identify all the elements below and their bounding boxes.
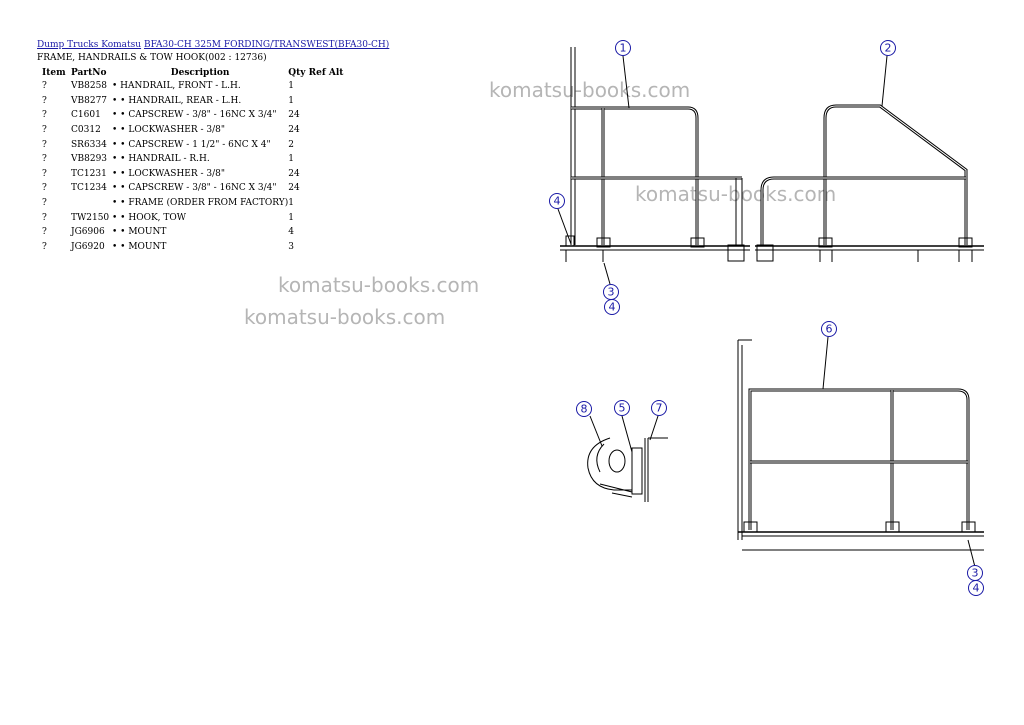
row-qty: 2	[288, 139, 294, 150]
table-row: ? • • FRAME (ORDER FROM FACTORY)1	[37, 196, 343, 211]
row-qty: 24	[288, 183, 300, 194]
row-description: • • LOCKWASHER - 3/8"	[112, 125, 226, 136]
row-item: ?	[42, 110, 47, 121]
row-partno: VB8277	[71, 95, 108, 106]
row-description: • • MOUNT	[112, 241, 167, 252]
tow-hook-drawing	[587, 437, 668, 502]
row-item: ?	[42, 95, 47, 106]
row-qty: 3	[288, 241, 294, 252]
callout-1[interactable]: 1	[615, 40, 631, 56]
page-title: FRAME, HANDRAILS & TOW HOOK(002 : 12736)	[37, 53, 267, 63]
table-row: ? JG6906 • • MOUNT 4	[37, 225, 343, 240]
row-qty: 24	[288, 168, 300, 179]
row-description: • • CAPSCREW - 1 1/2" - 6NC X 4"	[112, 139, 271, 150]
svg-text:7: 7	[656, 402, 663, 415]
svg-text:3: 3	[608, 286, 615, 299]
row-qty: 1	[288, 81, 294, 92]
row-description: • • HANDRAIL - R.H.	[112, 154, 210, 165]
row-description: • • HANDRAIL, REAR - L.H.	[112, 95, 242, 106]
row-partno: C0312	[71, 125, 101, 136]
row-description: • • FRAME (ORDER FROM FACTORY)	[112, 198, 289, 209]
row-partno: JG6920	[71, 241, 105, 252]
callout-leaders	[557, 55, 976, 568]
row-partno: TC1234	[71, 183, 107, 194]
row-qty: 1	[288, 95, 294, 106]
callout-6[interactable]: 6	[821, 321, 837, 337]
row-qty: 4	[288, 227, 294, 238]
row-description: • • HOOK, TOW	[112, 212, 187, 223]
callout-8[interactable]: 8	[576, 401, 592, 417]
callout-4[interactable]: 4	[549, 193, 565, 209]
header-qty-ref-alt: Qty Ref Alt	[288, 67, 344, 78]
row-qty: 24	[288, 110, 300, 121]
row-item: ?	[42, 168, 47, 179]
svg-text:3: 3	[972, 567, 979, 580]
table-row: ? C0312 • • LOCKWASHER - 3/8" 24	[37, 123, 343, 138]
table-row: ? SR6334 • • CAPSCREW - 1 1/2" - 6NC X 4" 2	[37, 137, 343, 152]
table-row: ? JG6920 • • MOUNT 3	[37, 240, 343, 255]
row-description: • • MOUNT	[112, 227, 167, 238]
row-description: • HANDRAIL, FRONT - L.H.	[112, 81, 241, 92]
table-row: ? TW2150• • HOOK, TOW 1	[37, 210, 343, 225]
svg-text:5: 5	[619, 402, 626, 415]
breadcrumb-link-model[interactable]: BFA30-CH 325M FORDING/TRANSWEST(BFA30-CH…	[143, 40, 390, 50]
row-partno: TW2150	[71, 212, 110, 223]
row-qty: 24	[288, 125, 300, 136]
row-qty: 1	[288, 212, 294, 223]
handrail-front-lh-drawing	[560, 47, 750, 262]
handrail-rh-drawing	[737, 339, 984, 551]
callout-3[interactable]: 3	[603, 284, 619, 300]
table-row: ? TC1234 • • CAPSCREW - 3/8" - 16NC X 3/4"…	[37, 181, 343, 196]
callout-2[interactable]: 2	[880, 40, 896, 56]
parts-table: Item PartNo Description Qty Ref Alt ? VB8…	[37, 66, 343, 254]
row-partno: SR6334	[71, 139, 107, 150]
row-partno: VB8258	[71, 81, 108, 92]
svg-text:1: 1	[620, 42, 627, 55]
svg-text:2: 2	[885, 42, 892, 55]
row-partno: JG6906	[71, 227, 105, 238]
row-qty: 1	[288, 154, 294, 165]
row-item: ?	[42, 198, 47, 209]
table-row: ? VB8277 • • HANDRAIL, REAR - L.H. 1	[37, 94, 343, 109]
handrail-rear-lh-drawing	[755, 104, 984, 262]
table-row: ? TC1231 • • LOCKWASHER - 3/8" 24	[37, 167, 343, 182]
callout-3[interactable]: 3	[967, 565, 983, 581]
svg-text:4: 4	[554, 195, 561, 208]
row-description: • • LOCKWASHER - 3/8"	[112, 168, 226, 179]
svg-text:6: 6	[826, 323, 833, 336]
row-item: ?	[42, 81, 47, 92]
header-item: Item	[42, 67, 66, 78]
breadcrumb-link-dump-trucks[interactable]: Dump Trucks Komatsu	[37, 40, 142, 50]
callout-4[interactable]: 4	[968, 580, 984, 596]
svg-text:4: 4	[609, 301, 616, 314]
row-description: • • CAPSCREW - 3/8" - 16NC X 3/4"	[112, 183, 277, 194]
parts-table-header: Item PartNo Description Qty Ref Alt	[37, 66, 343, 79]
row-qty: 1	[288, 198, 294, 209]
header-partno: PartNo	[71, 67, 107, 78]
row-partno: TC1231	[71, 168, 107, 179]
row-item: ?	[42, 139, 47, 150]
svg-text:4: 4	[973, 582, 980, 595]
table-row: ? VB8293 • • HANDRAIL - R.H. 1	[37, 152, 343, 167]
row-partno: C1601	[71, 110, 101, 121]
row-item: ?	[42, 212, 47, 223]
row-partno: VB8293	[71, 154, 108, 165]
table-row: ? VB8258 • HANDRAIL, FRONT - L.H. 1	[37, 79, 343, 94]
row-item: ?	[42, 154, 47, 165]
row-item: ?	[42, 227, 47, 238]
header-description: Description	[170, 67, 230, 78]
callout-7[interactable]: 7	[651, 400, 667, 416]
breadcrumb: Dump Trucks Komatsu BFA30-CH 325M FORDIN…	[37, 40, 389, 50]
svg-text:8: 8	[581, 403, 588, 416]
row-description: • • CAPSCREW - 3/8" - 16NC X 3/4"	[112, 110, 277, 121]
row-item: ?	[42, 241, 47, 252]
callout-4[interactable]: 4	[604, 299, 620, 315]
row-item: ?	[42, 125, 47, 136]
callout-5[interactable]: 5	[614, 400, 630, 416]
table-row: ? C1601 • • CAPSCREW - 3/8" - 16NC X 3/4" 2…	[37, 108, 343, 123]
row-item: ?	[42, 183, 47, 194]
